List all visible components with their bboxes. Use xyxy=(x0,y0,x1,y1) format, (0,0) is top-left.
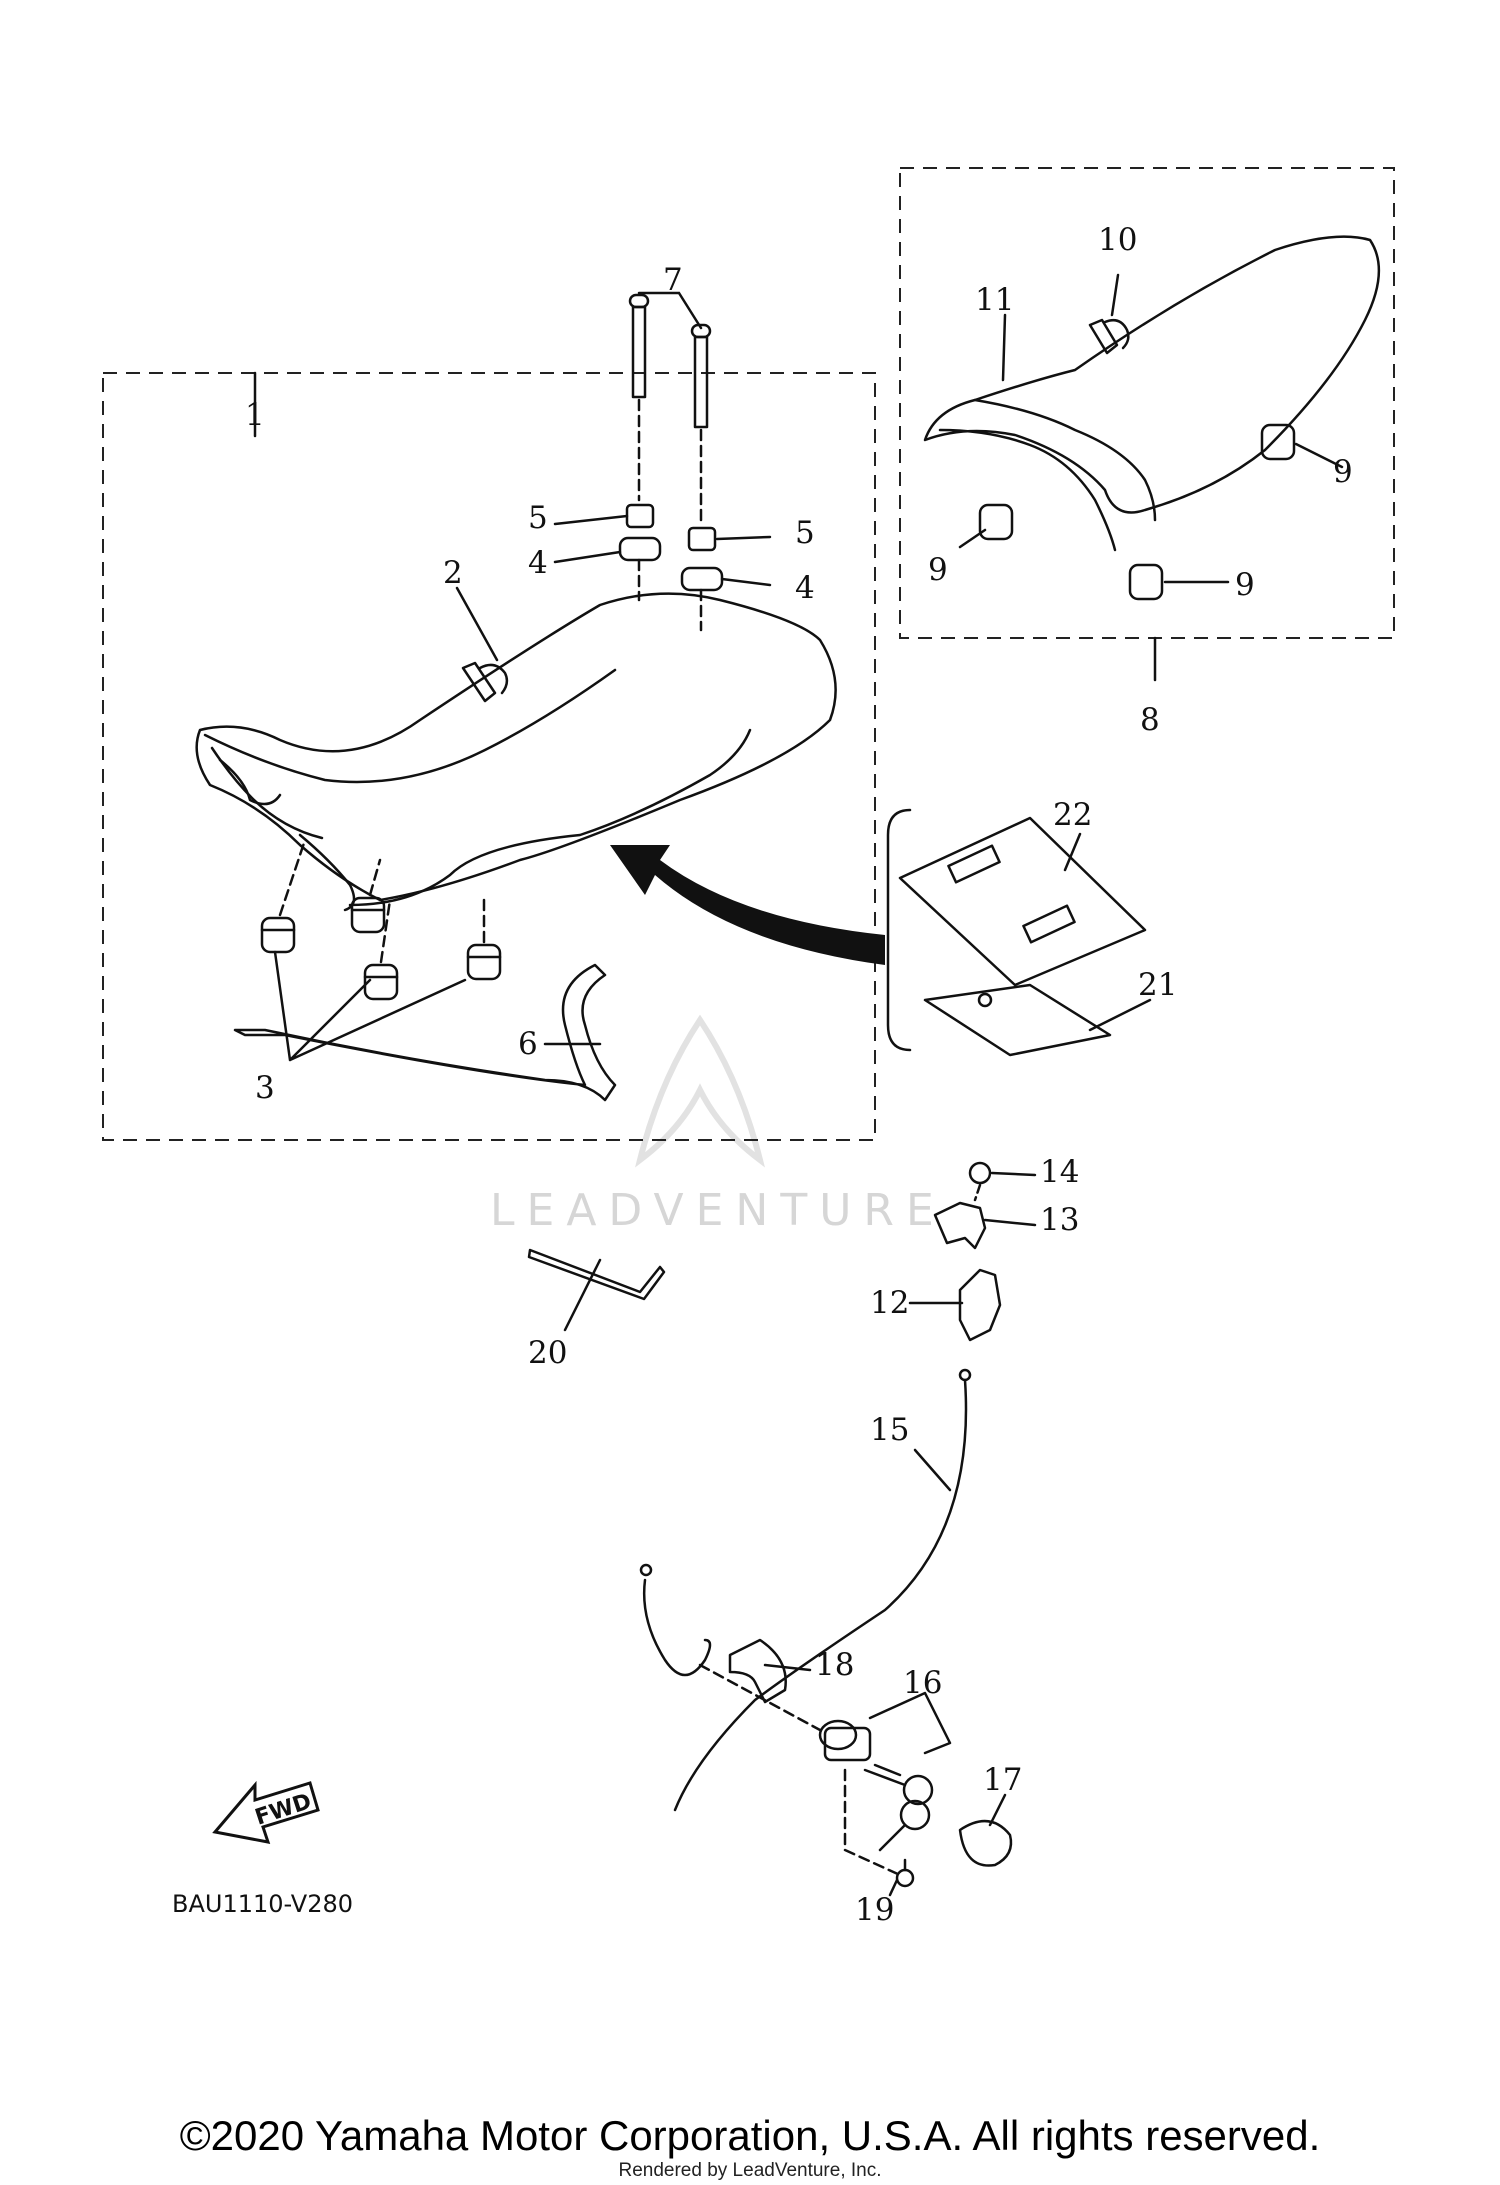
callout-15: 15 xyxy=(870,1412,909,1448)
callout-20: 20 xyxy=(528,1335,567,1371)
seat-lock-hook xyxy=(933,1201,987,1250)
seat-strap xyxy=(233,963,617,1102)
diagram-code: BAU1110-V280 xyxy=(172,1890,353,1918)
callout-4b: 4 xyxy=(795,570,815,606)
collar xyxy=(687,526,717,552)
callout-3: 3 xyxy=(255,1070,275,1106)
seat-group-box xyxy=(102,372,876,1141)
grommet xyxy=(680,566,724,592)
collar xyxy=(625,503,655,529)
copyright-notice: ©2020 Yamaha Motor Corporation, U.S.A. A… xyxy=(179,2112,1321,2159)
callout-8: 8 xyxy=(1140,702,1160,738)
callout-19: 19 xyxy=(855,1892,894,1928)
watermark: LEADVENTURE xyxy=(490,1014,946,1236)
key-cover xyxy=(958,1820,1013,1867)
seat-damper xyxy=(260,916,296,954)
callout-16: 16 xyxy=(903,1665,942,1701)
callouts: 1 2 3 4 4 5 5 6 7 8 9 9 9 10 11 12 13 14… xyxy=(245,222,1353,1928)
forward-arrow-icon: FWD xyxy=(212,1780,320,1844)
brace xyxy=(886,808,912,1052)
callout-9c: 9 xyxy=(1235,567,1255,603)
bracket xyxy=(728,1638,787,1704)
callout-13: 13 xyxy=(1040,1202,1079,1238)
damper xyxy=(978,503,1014,541)
main-seat xyxy=(195,592,837,912)
seat-damper xyxy=(466,943,502,981)
rear-seat-group-box xyxy=(899,167,1395,639)
callout-7: 7 xyxy=(663,262,683,298)
screw xyxy=(895,1858,915,1888)
callout-10: 10 xyxy=(1098,222,1137,258)
bolt xyxy=(690,323,712,429)
owners-manual xyxy=(898,816,1147,987)
callout-6: 6 xyxy=(518,1026,538,1062)
callout-5: 5 xyxy=(528,500,548,536)
callout-22: 22 xyxy=(1053,797,1092,833)
callout-4: 4 xyxy=(528,545,548,581)
seat-lock-cylinder xyxy=(818,1719,872,1762)
seat-catch xyxy=(958,1268,1002,1342)
callout-21: 21 xyxy=(1138,967,1177,1003)
nut xyxy=(968,1161,992,1185)
callout-2: 2 xyxy=(443,555,463,591)
callout-5b: 5 xyxy=(795,515,815,551)
callout-1: 1 xyxy=(245,397,265,433)
callout-9b: 9 xyxy=(928,552,948,588)
seat-damper xyxy=(350,896,386,934)
seat-lock-cable xyxy=(673,1378,968,1812)
document-bag xyxy=(923,983,1112,1057)
watermark-text: LEADVENTURE xyxy=(490,1185,946,1236)
grommet xyxy=(618,536,662,562)
callout-17: 17 xyxy=(983,1762,1022,1798)
callout-18: 18 xyxy=(815,1647,854,1683)
bolt xyxy=(628,293,650,399)
direction-arrow xyxy=(610,845,885,965)
rendered-by-notice: Rendered by LeadVenture, Inc. xyxy=(618,2160,882,2181)
damper xyxy=(1128,563,1164,601)
hex-wrench xyxy=(527,1248,666,1301)
callout-9a: 9 xyxy=(1333,454,1353,490)
callout-11: 11 xyxy=(975,282,1014,318)
seat-damper xyxy=(363,963,399,1001)
callout-12: 12 xyxy=(870,1285,909,1321)
callout-14: 14 xyxy=(1040,1154,1079,1190)
keys xyxy=(863,1763,934,1852)
damper xyxy=(1260,423,1296,461)
rear-seat xyxy=(923,235,1381,552)
